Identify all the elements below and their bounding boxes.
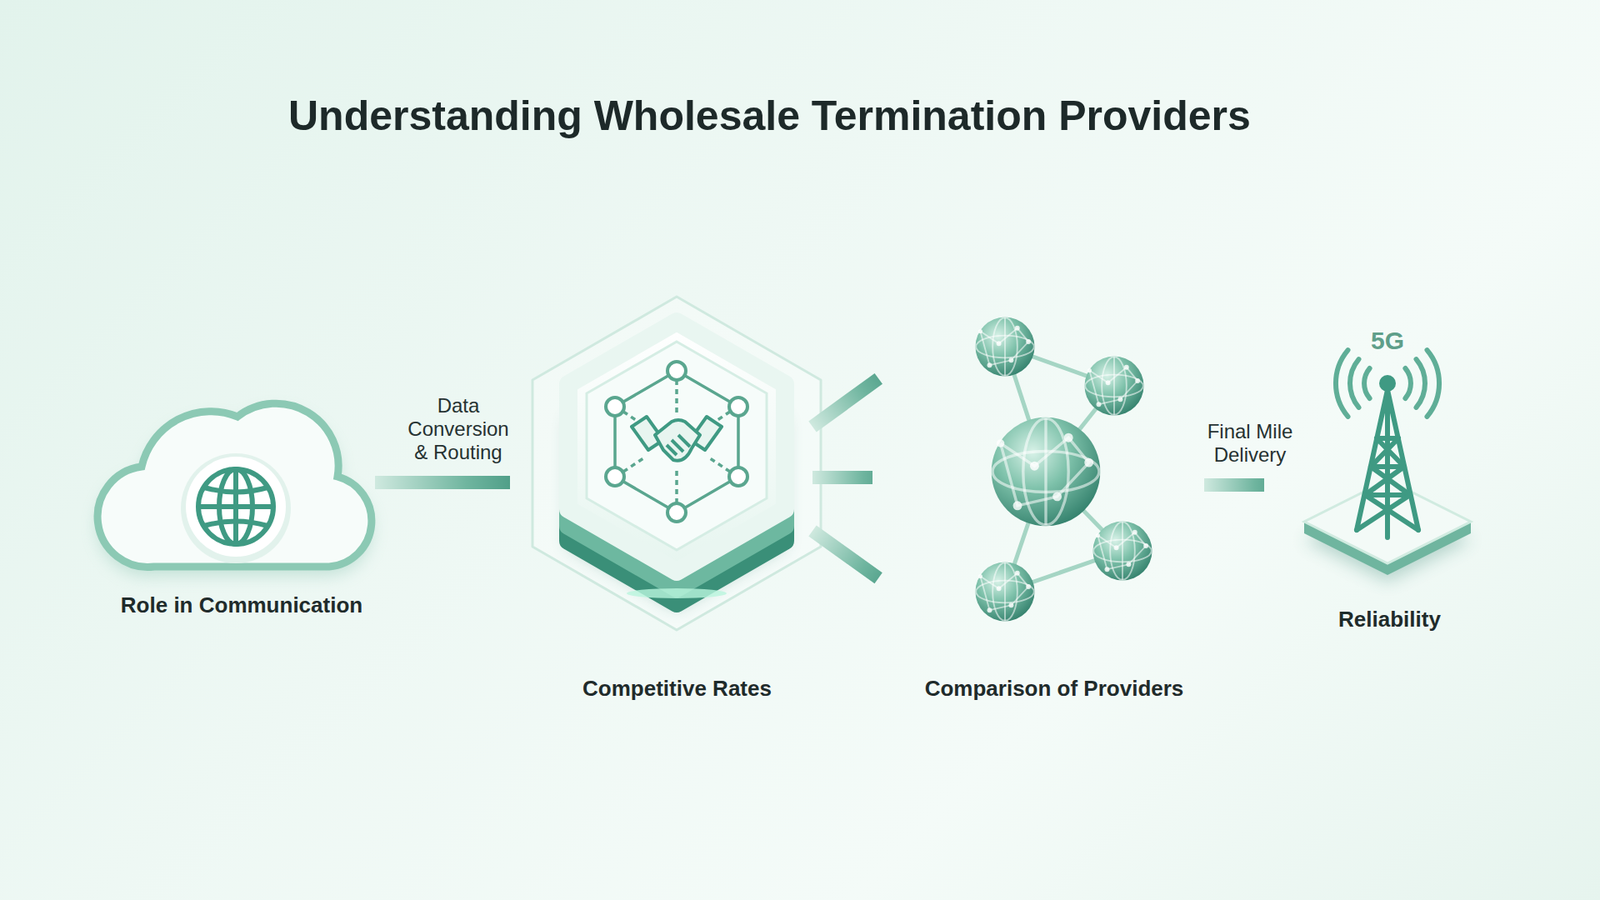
flow-arrow	[808, 525, 883, 585]
network-node: Comparison of Providers	[904, 300, 1205, 703]
cloud-icon	[97, 403, 372, 575]
node-label: Role in Communication	[108, 590, 375, 620]
tower-node: Reliability	[1295, 366, 1484, 634]
edge-label: Data Conversion & Routing	[403, 394, 514, 465]
hexagon-node: Competitive Rates	[541, 283, 813, 703]
arrow-shaft	[1204, 478, 1265, 492]
node-label: Competitive Rates	[541, 674, 813, 703]
flow-arrow	[808, 373, 883, 433]
flow-arrow	[375, 475, 510, 490]
edge-label: Final Mile Delivery	[1195, 420, 1305, 467]
diagram-title: Understanding Wholesale Termination Prov…	[288, 91, 1251, 140]
handshake-icon	[631, 416, 722, 461]
flow-arrow	[812, 470, 873, 485]
network-cluster	[975, 316, 1152, 621]
tower-icon	[1304, 350, 1471, 582]
node-label: Comparison of Providers	[904, 674, 1205, 703]
flow-arrow	[1204, 478, 1265, 492]
network-badge: 5G	[1370, 326, 1405, 355]
arrow-shaft	[808, 525, 883, 585]
node-label: Reliability	[1295, 605, 1484, 634]
arrow-shaft	[808, 373, 883, 433]
cloud-node: Role in Communication	[108, 366, 375, 620]
arrow-shaft	[812, 470, 873, 485]
arrow-shaft	[375, 475, 510, 490]
hexagon-icon	[532, 296, 821, 630]
